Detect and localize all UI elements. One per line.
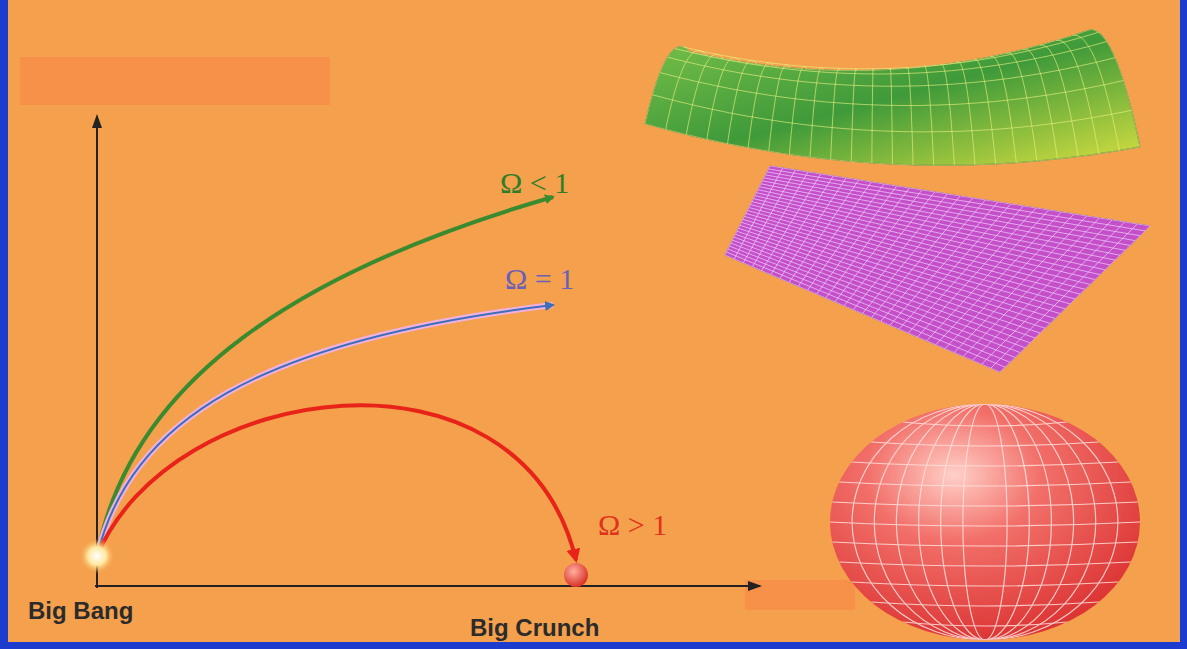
grid-line <box>1007 53 1037 161</box>
grid-line <box>839 562 1131 566</box>
grid-line <box>919 404 1052 640</box>
grid-line <box>881 200 986 321</box>
grid-line <box>852 462 1119 466</box>
grid-line <box>903 622 1068 626</box>
grid-line <box>903 422 1068 426</box>
grid-line <box>734 237 1030 343</box>
grid-line <box>645 47 690 124</box>
blank-patch <box>745 580 855 610</box>
omega-label: Ω > 1 <box>598 508 667 542</box>
open-curve <box>97 197 553 556</box>
grid-line <box>940 64 954 165</box>
x-axis <box>95 585 760 587</box>
y-axis <box>96 116 98 588</box>
omega-label: Ω = 1 <box>505 262 574 296</box>
grid-line <box>731 243 1020 352</box>
grid-line <box>645 124 1140 165</box>
grid-line <box>973 59 995 163</box>
omega-label: Ω < 1 <box>500 166 569 200</box>
grid-line <box>973 220 1113 360</box>
grid-line <box>653 95 1132 132</box>
grid-line <box>991 224 1138 368</box>
axis-caption: Big Crunch <box>470 614 599 642</box>
grid-line <box>831 68 840 159</box>
sphere-surface <box>830 404 1140 640</box>
grid-line <box>830 522 1140 526</box>
axis-caption: Big Bang <box>28 597 133 625</box>
grid-line <box>675 42 1107 74</box>
grid-line <box>936 212 1062 345</box>
grid-line <box>990 56 1016 162</box>
grid-line <box>725 255 1000 372</box>
grid-line <box>839 482 1131 486</box>
grid-line <box>871 602 1099 606</box>
grid-line <box>872 69 873 163</box>
grid-line <box>740 225 1050 323</box>
grid-line <box>957 62 975 165</box>
grid-line <box>832 502 1138 506</box>
blank-patch <box>20 57 330 105</box>
grid-line <box>1090 30 1140 147</box>
big-bang-flash <box>79 538 115 574</box>
grid-line <box>1057 40 1099 153</box>
grid-line <box>733 240 1026 347</box>
grid-line <box>945 214 1074 349</box>
grid-line <box>963 404 1007 640</box>
flat-surface <box>725 166 1150 372</box>
grid-line <box>660 73 1123 106</box>
plane-fill <box>725 166 1150 372</box>
grid-line <box>727 252 1006 367</box>
grid-line <box>668 57 1116 86</box>
grid-line <box>666 51 707 130</box>
grid-line <box>728 249 1010 362</box>
orange-ground <box>8 0 1180 642</box>
grid-line <box>907 67 913 165</box>
grid-line <box>851 69 856 162</box>
big-crunch-ball <box>564 563 588 587</box>
grid-line <box>1040 45 1078 157</box>
grid-line <box>1000 226 1150 372</box>
grid-line <box>923 66 934 165</box>
grid-line <box>742 222 1056 318</box>
grid-line <box>871 442 1099 446</box>
grid-line <box>832 542 1138 546</box>
flat-curve <box>97 305 553 556</box>
grid-line <box>890 68 893 164</box>
saddle-surface <box>645 30 1140 165</box>
grid-line <box>954 216 1086 353</box>
grid-line <box>941 404 1030 640</box>
grid-line <box>728 60 757 143</box>
grid-line <box>963 218 1099 356</box>
grid-line <box>852 404 1118 640</box>
grid-line <box>852 582 1119 586</box>
grid-line <box>748 63 773 148</box>
saddle-fill <box>645 30 1140 165</box>
grid-line <box>982 222 1125 364</box>
grid-line <box>736 234 1036 338</box>
grid-line <box>1023 49 1057 159</box>
closed-curve <box>97 405 576 560</box>
grid-line <box>810 68 823 158</box>
grid-line <box>789 66 806 154</box>
grid-line <box>730 246 1016 357</box>
flat-curve-fill <box>97 305 553 556</box>
